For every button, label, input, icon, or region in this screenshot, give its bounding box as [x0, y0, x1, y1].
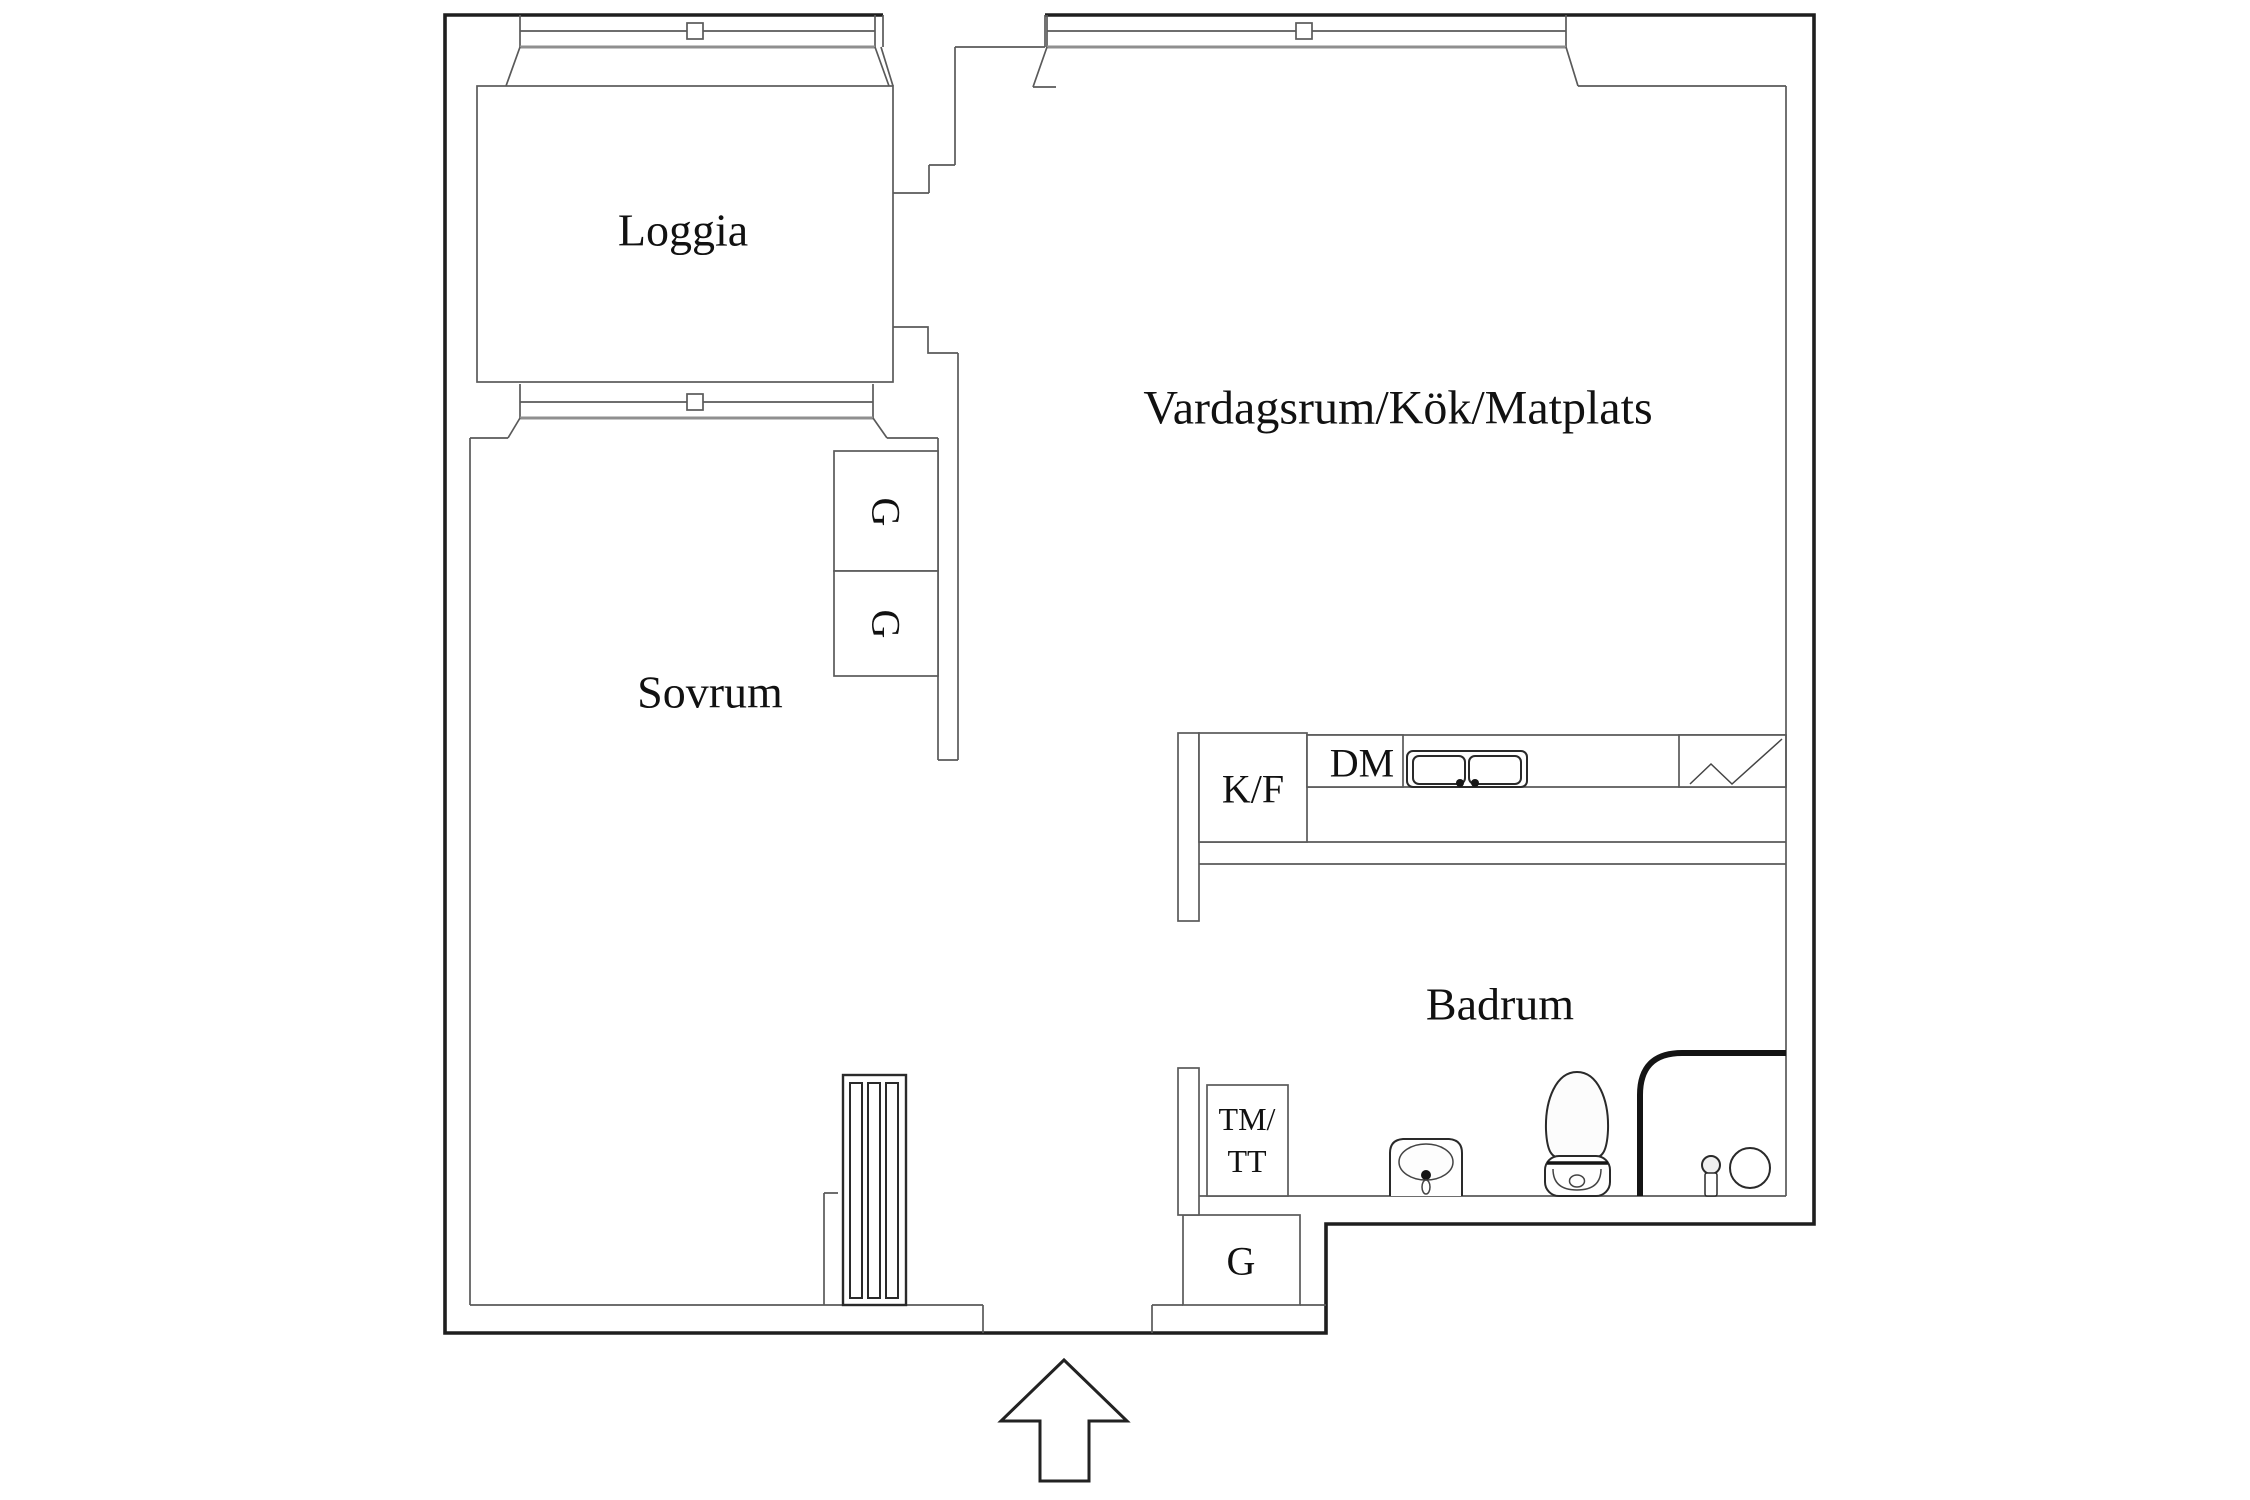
loggia-outline: [476, 85, 894, 383]
window-sash-mark: [686, 22, 704, 40]
wardrobe-box: [833, 570, 939, 677]
fridge-freezer-label: K/F: [1222, 767, 1284, 812]
livingroom-label: Vardagsrum/Kök/Matplats: [1143, 382, 1652, 435]
window-sash-mark: [686, 393, 704, 411]
livingroom-window: [1032, 15, 1786, 88]
shower-stool-icon: [1729, 1147, 1771, 1189]
kitchen-counter: K/F DM: [1198, 732, 1787, 843]
loggia-window: [505, 15, 890, 87]
bathroom-label: Badrum: [1426, 979, 1574, 1030]
wardrobe-label: G: [1227, 1239, 1256, 1284]
bathroom-walls: [1199, 86, 1787, 1197]
shower-mixer-icon: [1701, 1155, 1721, 1197]
kitchen-sink-icon: [1406, 750, 1528, 788]
entrance-arrow-icon: [997, 1357, 1131, 1483]
shower-screen: [1637, 1050, 1786, 1196]
washer-dryer: TM/ TT: [1206, 1084, 1289, 1197]
wardrobe-label: G: [864, 610, 909, 639]
hob-icon: [1689, 738, 1783, 786]
fridge-freezer-box: [1198, 732, 1308, 843]
washer-dryer-box: [1206, 1084, 1289, 1197]
shower: [1637, 1050, 1786, 1197]
wardrobe-box: [833, 450, 939, 572]
wardrobe-box: [1182, 1214, 1301, 1306]
dishwasher-label: DM: [1330, 741, 1394, 786]
pier-step-wall: [893, 326, 959, 761]
hall-wardrobe: G: [1182, 1214, 1301, 1306]
radiator: [841, 1073, 908, 1307]
bedroom-label: Sovrum: [637, 667, 783, 718]
washer-dryer-label-line1: TM/: [1219, 1101, 1276, 1137]
dishwasher-box: [1306, 734, 1404, 788]
outer-wall-boundary: [443, 13, 1816, 1335]
window-pier-wall: [880, 15, 1046, 194]
toilet-icon: [1544, 1070, 1611, 1197]
bathroom-hall-wall: [1177, 732, 1200, 1216]
loggia-label: Loggia: [618, 205, 748, 256]
window-sash-mark: [1295, 22, 1313, 40]
bedroom-walls: [469, 437, 938, 1305]
bedroom-window: [507, 384, 888, 439]
hall-walls: [470, 1192, 1183, 1333]
wardrobe-label: G: [864, 498, 909, 527]
basin-icon: [1389, 1138, 1463, 1196]
bedroom-wardrobes: G G: [833, 450, 939, 677]
washer-dryer-label-line2: TT: [1227, 1143, 1267, 1179]
